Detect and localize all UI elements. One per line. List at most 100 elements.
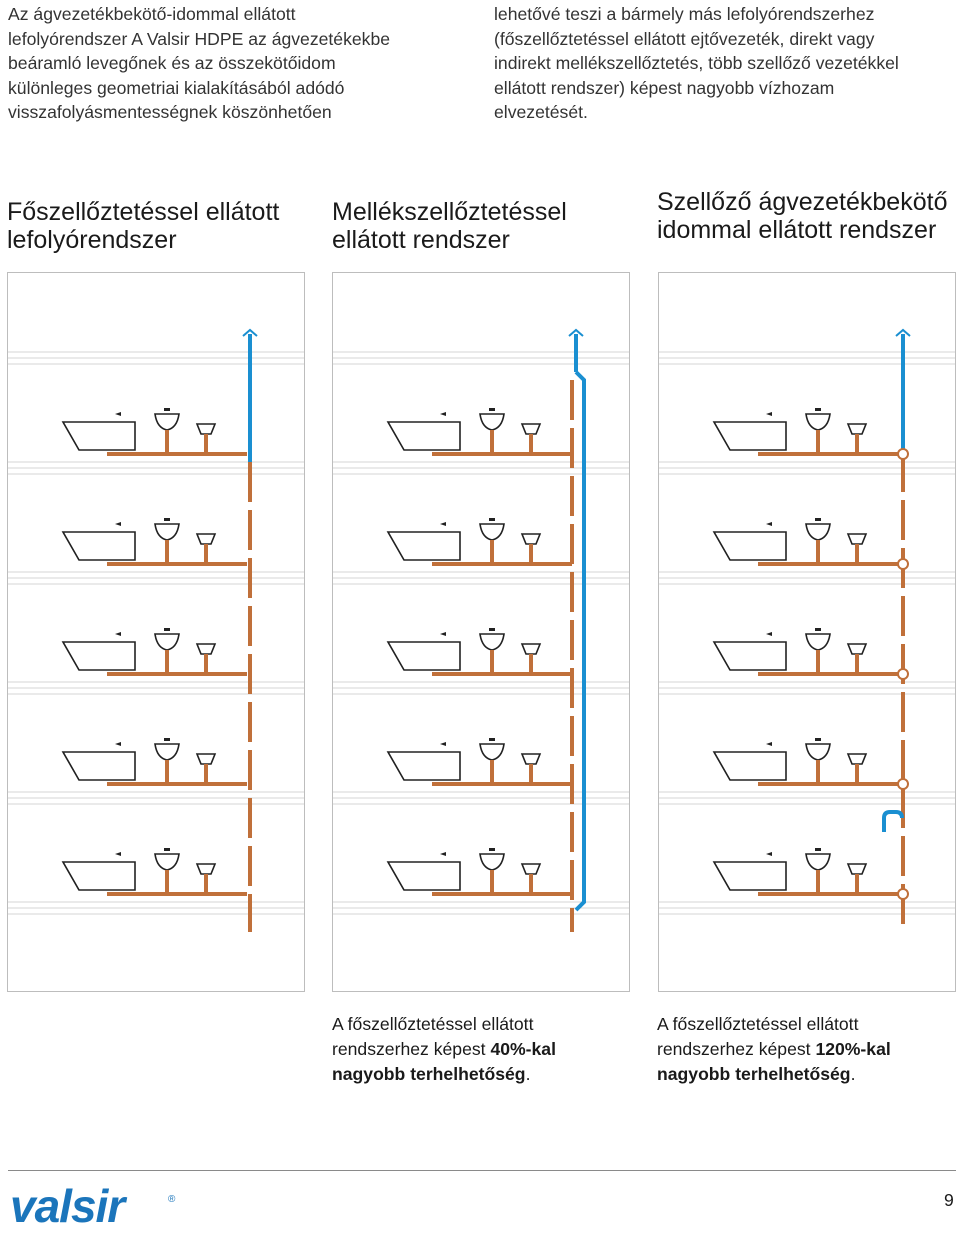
bathtub-edge [713, 861, 731, 891]
vent-cap-icon [242, 328, 258, 337]
vent-cap-icon [895, 328, 911, 337]
intro-left-line: beáramló levegőnek és az összekötőidom [8, 53, 336, 73]
toilet [846, 643, 868, 655]
toilet [195, 863, 217, 875]
column-title-line: ellátott rendszer [332, 226, 510, 254]
tap-icon [164, 408, 170, 411]
intro-right-line: indirekt mellékszellőztetés, több szellő… [494, 53, 899, 73]
caption-text: rendszerhez képest [657, 1039, 816, 1059]
branch-drain-pipe [107, 870, 247, 896]
bathtub-edge [387, 421, 405, 451]
bathtub [61, 531, 136, 561]
bathtub [61, 641, 136, 671]
tap-icon [489, 628, 495, 631]
toilet [846, 423, 868, 435]
tap-icon [489, 848, 495, 851]
faucet-icon [115, 412, 121, 416]
branch-fitting-icon [897, 558, 909, 570]
wash-basin [154, 853, 180, 871]
diagram-secondary-vent-system [332, 272, 630, 992]
diagram-frame [332, 272, 630, 992]
branch-drain-pipe [432, 870, 572, 896]
caption-line: A főszellőztetéssel ellátott [332, 1014, 534, 1034]
wash-basin [479, 853, 505, 871]
tap-icon [815, 408, 821, 411]
faucet-icon [766, 742, 772, 746]
caption-line: rendszerhez képest 40%-kal [332, 1037, 632, 1062]
caption-branch-fitting: A főszellőztetéssel ellátott rendszerhez… [657, 1012, 957, 1087]
secondary-vent-pipe [574, 370, 586, 912]
faucet-icon [440, 852, 446, 856]
caption-line: rendszerhez képest 120%-kal [657, 1037, 957, 1062]
caption-end: . [850, 1064, 856, 1084]
tap-icon [164, 848, 170, 851]
branch-drain-pipe [432, 760, 572, 786]
diagram-frame [658, 272, 956, 992]
branch-fitting-icon [897, 448, 909, 460]
faucet-icon [115, 632, 121, 636]
faucet-icon [440, 742, 446, 746]
branch-drain-pipe [107, 540, 247, 566]
faucet-icon [440, 632, 446, 636]
diagram-frame [7, 272, 305, 992]
caption-line: nagyobb terhelhetőség. [332, 1062, 632, 1087]
bathtub [386, 751, 461, 781]
bathtub-edge [387, 531, 405, 561]
bathtub [386, 421, 461, 451]
bathtub [712, 861, 787, 891]
wash-basin [805, 853, 831, 871]
bathtub [386, 641, 461, 671]
faucet-icon [115, 852, 121, 856]
bathtub [712, 751, 787, 781]
branch-drain-pipe [432, 430, 572, 456]
caption-percent: 40%-kal [490, 1039, 556, 1059]
bathtub-edge [713, 751, 731, 781]
toilet [520, 533, 542, 545]
intro-right-line: ellátott rendszer) képest nagyobb vízhoz… [494, 77, 835, 98]
logo-wordmark: valsir [10, 1182, 127, 1228]
intro-left-line: különleges geometriai kialakításából adó… [8, 77, 345, 98]
bathtub-edge [713, 531, 731, 561]
column-title-main-vent: Főszellőztetéssel ellátott lefolyórendsz… [7, 198, 279, 254]
bathtub [61, 421, 136, 451]
valsir-logo: valsir ® [10, 1182, 176, 1228]
intro-right-paragraph: lehetővé teszi a bármely más lefolyórend… [494, 2, 954, 125]
bathtub-edge [62, 751, 80, 781]
branch-drain-pipe [758, 870, 898, 896]
bathtub [61, 751, 136, 781]
column-title-line: Mellékszellőztetéssel [332, 198, 567, 226]
bathtub [712, 421, 787, 451]
bathtub [386, 861, 461, 891]
branch-drain-pipe [758, 430, 898, 456]
column-title-line: Szellőző ágvezetékbekötő [657, 188, 948, 216]
wash-basin [805, 743, 831, 761]
column-title-line: lefolyórendszer [7, 226, 177, 254]
wash-basin [805, 633, 831, 651]
caption-text: rendszerhez képest [332, 1039, 491, 1059]
caption-secondary-vent: A főszellőztetéssel ellátott rendszerhez… [332, 1012, 632, 1087]
faucet-icon [440, 522, 446, 526]
column-title-line: idommal ellátott rendszer [657, 216, 937, 244]
bathtub [712, 531, 787, 561]
toilet [195, 423, 217, 435]
tap-icon [164, 738, 170, 741]
relief-vent-pipe [882, 810, 904, 832]
column-title-branch-fitting: Szellőző ágvezetékbekötő idommal ellátot… [657, 188, 947, 244]
intro-right-line: lehetővé teszi a bármely más lefolyórend… [494, 4, 875, 24]
branch-drain-pipe [107, 760, 247, 786]
toilet [846, 533, 868, 545]
intro-left-line: Az ágvezetékbekötő-idommal ellátott [8, 4, 296, 24]
branch-drain-pipe [758, 760, 898, 786]
wash-basin [805, 523, 831, 541]
caption-end: . [525, 1064, 531, 1084]
branch-drain-pipe [758, 540, 898, 566]
bathtub [386, 531, 461, 561]
wash-basin [479, 633, 505, 651]
wash-basin [154, 413, 180, 431]
bathtub-edge [62, 861, 80, 891]
wash-basin [154, 743, 180, 761]
faucet-icon [115, 742, 121, 746]
wash-basin [479, 743, 505, 761]
tap-icon [164, 518, 170, 521]
toilet [195, 533, 217, 545]
